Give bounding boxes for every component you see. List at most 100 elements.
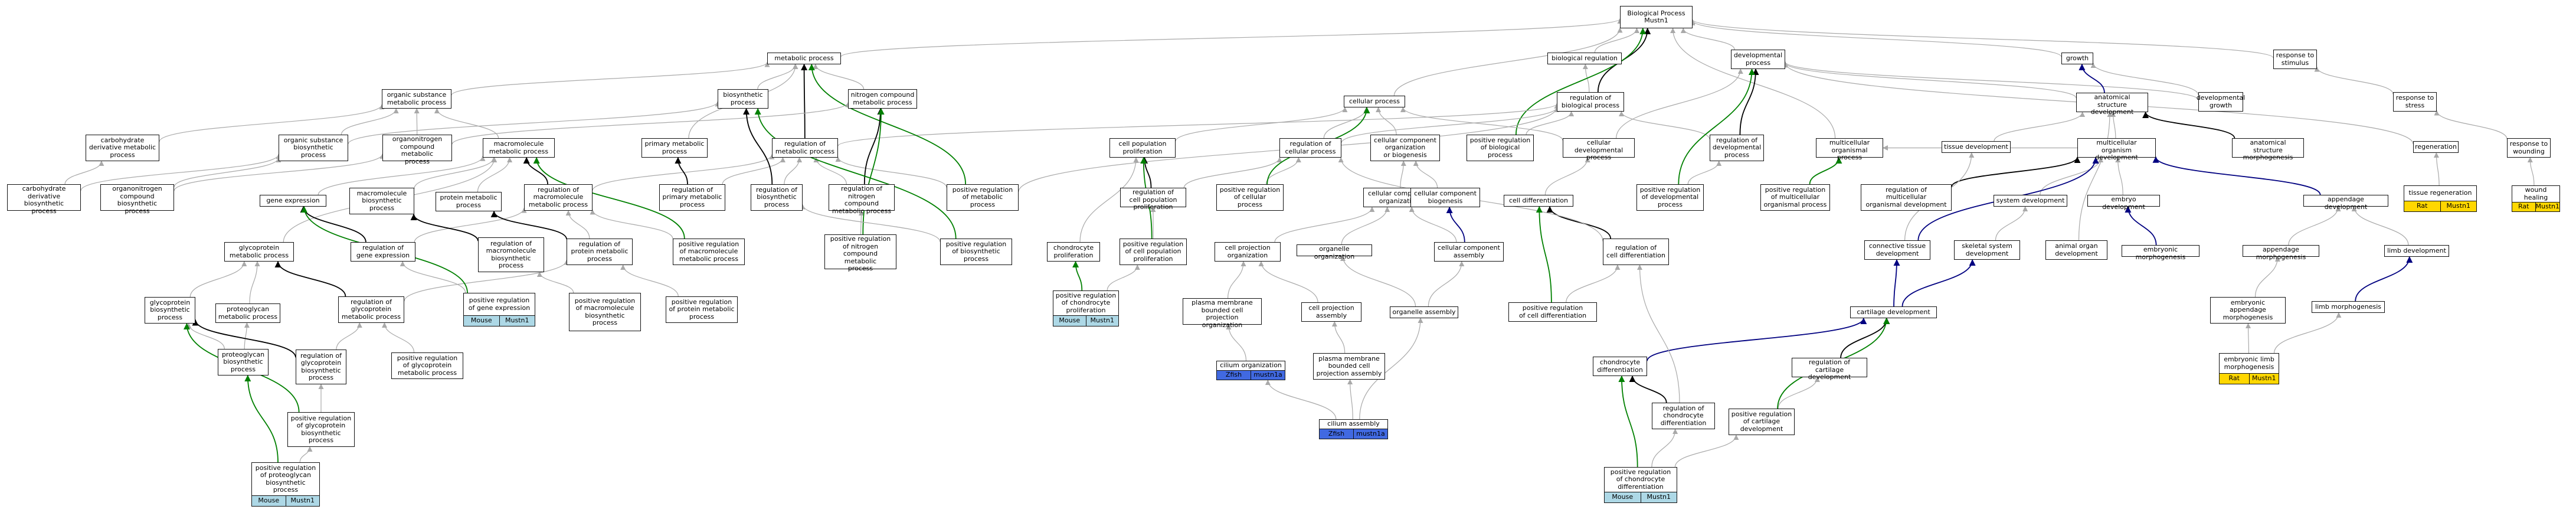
go-term-node[interactable]: regulation of cell population proliferat…	[1120, 188, 1186, 211]
go-term-node[interactable]: regulation of macromolecule metabolic pr…	[524, 184, 593, 211]
go-term-node[interactable]: carbohydrate derivative metabolic proces…	[86, 135, 159, 161]
go-term-node[interactable]: anatomical structure morphogenesis	[2232, 138, 2304, 161]
go-term-node[interactable]: organonitrogen compound metabolic proces…	[382, 135, 452, 165]
go-term-node[interactable]: gene expression	[260, 195, 326, 207]
go-term-node[interactable]: positive regulation of glycoprotein meta…	[391, 352, 463, 379]
go-term-node[interactable]: embryo development	[2087, 195, 2160, 210]
go-term-node[interactable]: appendage morphogenesis	[2243, 245, 2319, 260]
go-term-node[interactable]: anatomical structure development	[2076, 93, 2148, 116]
go-term-node[interactable]: positive regulation of multicellular org…	[1760, 184, 1830, 211]
go-term-node[interactable]: positive regulation of nitrogen compound…	[824, 234, 896, 272]
go-term-node[interactable]: limb development	[2384, 245, 2449, 257]
go-term-node[interactable]: macromolecule metabolic process	[483, 138, 555, 158]
go-term-node[interactable]: appendage development	[2303, 195, 2388, 210]
go-term-node[interactable]: limb morphogenesis	[2312, 301, 2385, 313]
go-term-node[interactable]: response to stress	[2393, 92, 2437, 112]
go-term-node[interactable]: positive regulation of cartilage develop…	[1729, 409, 1795, 435]
go-term-node[interactable]: positive regulation of protein metabolic…	[666, 296, 738, 323]
go-term-node[interactable]: positive regulation of cell differentiat…	[1508, 302, 1597, 322]
go-term-node[interactable]: system development	[1994, 195, 2067, 207]
go-term-node[interactable]: organonitrogen compound biosynthetic pro…	[100, 184, 174, 214]
go-term-node[interactable]: positive regulation of chondrocyte diffe…	[1604, 467, 1677, 503]
go-term-node[interactable]: regulation of cellular process	[1279, 138, 1341, 158]
go-term-node[interactable]: multicellular organismal process	[1816, 138, 1883, 161]
go-term-node[interactable]: plasma membrane bounded cell projection …	[1183, 298, 1262, 328]
go-term-node[interactable]: cellular component assembly	[1434, 242, 1504, 262]
go-term-node[interactable]: glycoprotein biosynthetic process	[145, 297, 195, 324]
go-term-node[interactable]: cellular process	[1344, 96, 1405, 107]
go-term-node[interactable]: regulation of gene expression	[351, 242, 415, 262]
go-term-node[interactable]: organelle assembly	[1390, 306, 1458, 318]
go-term-node[interactable]: protein metabolic process	[436, 192, 502, 211]
go-term-node[interactable]: chondrocyte proliferation	[1047, 242, 1100, 262]
go-term-node[interactable]: multicellular organism development	[2077, 138, 2156, 161]
go-term-node[interactable]: Biological Process Mustn1	[1620, 6, 1693, 28]
go-term-node[interactable]: positive regulation of proteoglycan bios…	[251, 462, 320, 507]
go-term-node[interactable]: positive regulation of metabolic process	[947, 184, 1019, 211]
go-term-node[interactable]: cell projection organization	[1215, 242, 1281, 262]
go-term-node[interactable]: connective tissue development	[1864, 240, 1930, 260]
go-term-node[interactable]: positive regulation of biological proces…	[1467, 135, 1534, 161]
go-term-node[interactable]: response to stimulus	[2273, 50, 2317, 69]
go-term-node[interactable]: glycoprotein metabolic process	[224, 242, 294, 262]
go-term-node[interactable]: positive regulation of macromolecule bio…	[569, 293, 641, 331]
go-term-node[interactable]: positive regulation of cellular process	[1216, 184, 1284, 211]
go-term-node[interactable]: regulation of glycoprotein metabolic pro…	[338, 296, 404, 323]
go-term-node[interactable]: organic substance biosynthetic process	[279, 135, 348, 161]
go-term-node[interactable]: positive regulation of biosynthetic proc…	[940, 239, 1012, 265]
go-term-node[interactable]: regulation of developmental process	[1710, 135, 1764, 161]
go-term-node[interactable]: developmental growth	[2197, 92, 2245, 112]
go-term-node[interactable]: proteoglycan metabolic process	[215, 303, 280, 323]
go-term-node[interactable]: regulation of cartilage development	[1792, 358, 1867, 381]
go-term-node[interactable]: biosynthetic process	[718, 89, 768, 109]
go-term-node[interactable]: response to wounding	[2507, 138, 2551, 158]
go-term-node[interactable]: positive regulation of macromolecule met…	[673, 239, 745, 265]
go-term-node[interactable]: regulation of protein metabolic process	[567, 239, 633, 265]
go-term-node[interactable]: developmental process	[1731, 50, 1785, 69]
go-term-node[interactable]: primary metabolic process	[641, 138, 708, 158]
go-term-node[interactable]: proteoglycan biosynthetic process	[218, 349, 269, 375]
go-term-node[interactable]: organic substance metabolic process	[382, 89, 451, 109]
go-term-node[interactable]: regulation of biosynthetic process	[751, 184, 803, 211]
go-term-node[interactable]: regulation of chondrocyte differentiatio…	[1652, 403, 1715, 429]
go-term-node[interactable]: tissue development	[1942, 141, 2011, 153]
go-term-node[interactable]: cellular component biogenesis	[1410, 188, 1480, 207]
go-term-node[interactable]: regeneration	[2413, 141, 2459, 153]
go-term-node[interactable]: plasma membrane bounded cell projection …	[1313, 353, 1385, 380]
go-term-node[interactable]: carbohydrate derivative biosynthetic pro…	[7, 184, 81, 214]
go-term-node[interactable]: chondrocyte differentiation	[1593, 357, 1647, 376]
go-term-node[interactable]: regulation of multicellular organismal d…	[1861, 184, 1952, 211]
go-term-node[interactable]: growth	[2061, 53, 2093, 64]
go-term-node[interactable]: skeletal system development	[1954, 240, 2020, 260]
go-term-node[interactable]: positive regulation of developmental pro…	[1636, 184, 1704, 211]
go-term-node[interactable]: positive regulation of cell population p…	[1120, 239, 1187, 265]
go-term-node[interactable]: positive regulation of chondrocyte proli…	[1053, 290, 1119, 326]
go-term-node[interactable]: regulation of primary metabolic process	[659, 184, 725, 211]
go-term-node[interactable]: cell differentiation	[1504, 195, 1573, 207]
go-term-node[interactable]: nitrogen compound metabolic process	[848, 89, 917, 109]
go-term-node[interactable]: organelle organization	[1297, 244, 1372, 260]
go-term-node[interactable]: cellular component organization or bioge…	[1370, 135, 1440, 161]
go-term-node[interactable]: regulation of macromolecule biosynthetic…	[478, 237, 544, 272]
go-term-node[interactable]: macromolecule biosynthetic process	[349, 188, 414, 214]
go-term-node[interactable]: embryonic morphogenesis	[2122, 245, 2199, 260]
go-term-node[interactable]: regulation of metabolic process	[772, 138, 838, 158]
go-term-node[interactable]: regulation of glycoprotein biosynthetic …	[296, 350, 346, 384]
go-term-node[interactable]: metabolic process	[767, 53, 841, 64]
go-term-node[interactable]: biological regulation	[1547, 53, 1622, 64]
go-term-node[interactable]: cell projection assembly	[1301, 302, 1361, 322]
go-term-node[interactable]: regulation of biological process	[1557, 92, 1624, 112]
go-term-node[interactable]: animal organ development	[2045, 240, 2107, 260]
go-term-node[interactable]: cell population proliferation	[1109, 138, 1176, 158]
go-term-node[interactable]: regulation of nitrogen compound metaboli…	[829, 184, 895, 214]
go-term-node[interactable]: cellular developmental process	[1563, 138, 1635, 161]
go-term-node[interactable]: cartilage development	[1850, 306, 1937, 318]
go-term-node[interactable]: positive regulation of glycoprotein bios…	[287, 412, 355, 447]
go-term-node[interactable]: embryonic appendage morphogenesis	[2210, 297, 2286, 324]
